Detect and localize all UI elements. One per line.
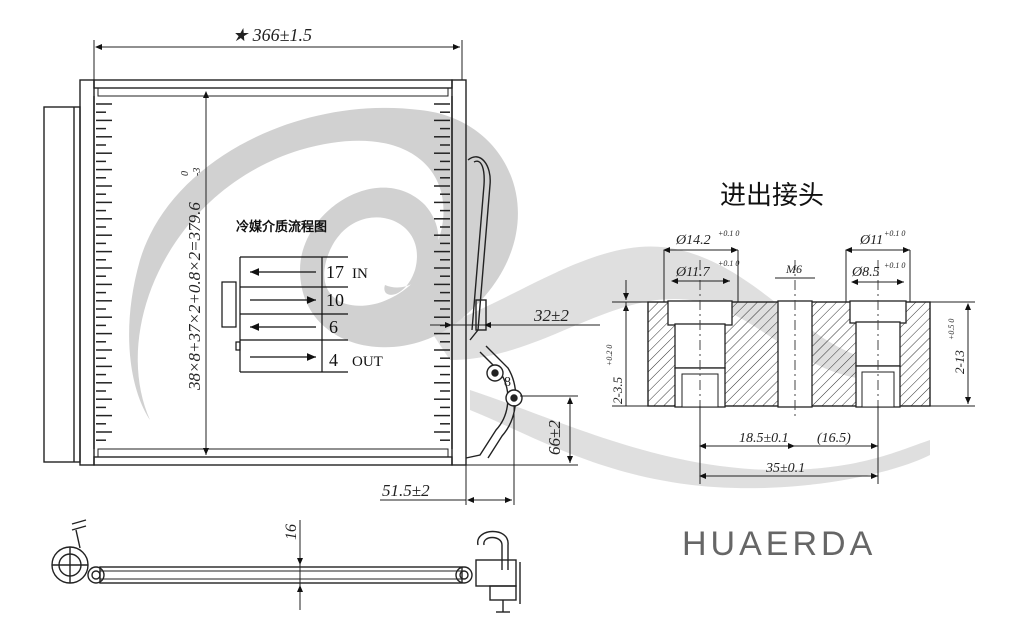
spacing-total-label: 35±0.1 — [765, 461, 805, 476]
bore-a-outer-label: Ø14.2 — [675, 233, 711, 248]
depth-left-tol: +0.2 0 — [605, 345, 614, 366]
brand-logo-text: HUAERDA — [682, 525, 876, 563]
width-dimension — [93, 40, 463, 80]
left-fin-ticks — [96, 103, 112, 441]
connector-title: 进出接头 — [720, 181, 824, 211]
core-height-tol-upper: 0 — [180, 171, 191, 176]
pass-count: 6 — [329, 317, 338, 337]
pipe-reach-label: 51.5±2 — [382, 481, 430, 500]
pass-label: IN — [352, 266, 368, 282]
core-height-label: 38×8+37×2+0.8×2=379.6 — [185, 202, 204, 391]
pipe-drop-dimension — [466, 395, 578, 466]
pass-label: OUT — [352, 354, 383, 370]
spacing-b-label: (16.5) — [817, 431, 851, 446]
pipe-offset-label: 32±2 — [533, 306, 569, 325]
bore-b-inner-label: Ø8.5 — [851, 265, 880, 280]
bore-b-outer-tol: +0.1 0 — [884, 229, 905, 238]
overall-width-label: ★ 366±1.5 — [232, 25, 312, 45]
flow-arrows — [250, 268, 316, 361]
pass-count: 17 — [326, 262, 344, 282]
condenser-front-view — [43, 79, 467, 466]
pipe-fitting — [486, 364, 523, 407]
spacing-a-label: 18.5±0.1 — [739, 431, 789, 446]
bore-a-inner-tol: +0.1 0 — [718, 259, 739, 268]
right-fin-ticks — [434, 103, 450, 441]
bore-a-outer-tol: +0.1 0 — [718, 229, 739, 238]
connector-marker: 8 — [504, 375, 511, 390]
bore-a-inner-label: Ø11.7 — [675, 265, 711, 280]
flow-diagram — [221, 256, 348, 373]
flow-pass-labels: 17 IN 10 6 4 OUT — [326, 262, 383, 370]
connector-section — [647, 300, 931, 408]
depth-right-tol: +0.5 0 — [947, 319, 956, 340]
pass-count: 10 — [326, 290, 344, 310]
core-height-tol-lower: -3 — [192, 168, 203, 176]
watermark-logo — [129, 107, 930, 489]
pipe-drop-label: 66±2 — [545, 420, 564, 455]
pass-count: 4 — [329, 350, 338, 370]
condenser-bottom-view — [51, 519, 521, 613]
bore-b-outer-label: Ø11 — [859, 233, 883, 248]
depth-right-label: 2-13 — [952, 350, 967, 374]
bore-b-inner-tol: +0.1 0 — [884, 261, 905, 270]
bolt-hole-label: M6 — [785, 262, 802, 276]
flow-diagram-title: 冷媒介质流程图 — [236, 219, 327, 235]
pipe-reach-dimension — [380, 405, 515, 505]
connector-dimension-labels: Ø14.2 +0.1 0 Ø11.7 +0.1 0 M6 Ø11 +0.1 0 … — [675, 229, 905, 476]
thickness-label: 16 — [283, 524, 300, 540]
connector-dimension-lines — [612, 247, 975, 484]
depth-left-label: 2-3.5 — [610, 376, 625, 404]
